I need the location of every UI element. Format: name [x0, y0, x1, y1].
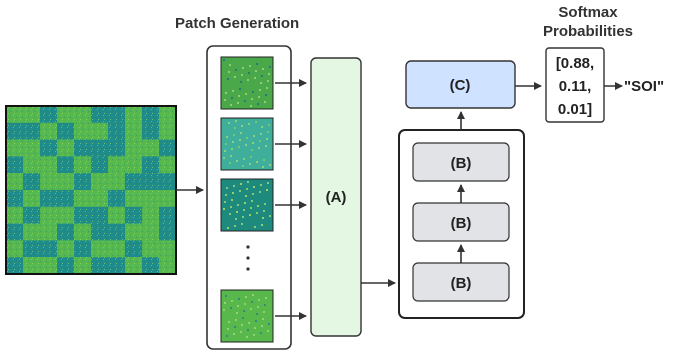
ellipsis-dot — [246, 267, 250, 271]
probabilities-box — [545, 47, 605, 123]
ellipsis-dot — [246, 245, 250, 249]
block-c — [405, 60, 516, 109]
probability-line-2: 0.11, — [559, 78, 592, 95]
softmax-title-line-2: Probabilities — [542, 23, 634, 40]
input-grid-image — [5, 105, 177, 275]
softmax-title-line-1: Softmax — [558, 4, 618, 21]
block-b-top — [412, 142, 510, 182]
probability-line-3: 0.01] — [558, 101, 592, 118]
block-c-label: (C) — [450, 77, 471, 94]
patch-thumbnails — [220, 56, 274, 343]
patch-generation-title: Patch Generation — [175, 15, 300, 32]
ellipsis-dot — [246, 256, 250, 260]
block-b-middle-label: (B) — [451, 215, 472, 232]
output-label: "SOI" — [624, 78, 664, 95]
patch-thumbnail — [220, 117, 274, 171]
block-b-bottom-label: (B) — [451, 275, 472, 292]
block-b-top-label: (B) — [451, 155, 472, 172]
patch-thumbnail — [220, 178, 274, 232]
probability-line-1: [0.88, — [556, 55, 594, 72]
patch-thumbnail — [220, 289, 274, 343]
block-a-label: (A) — [326, 189, 347, 206]
block-a — [310, 57, 362, 337]
patch-thumbnail — [220, 56, 274, 110]
